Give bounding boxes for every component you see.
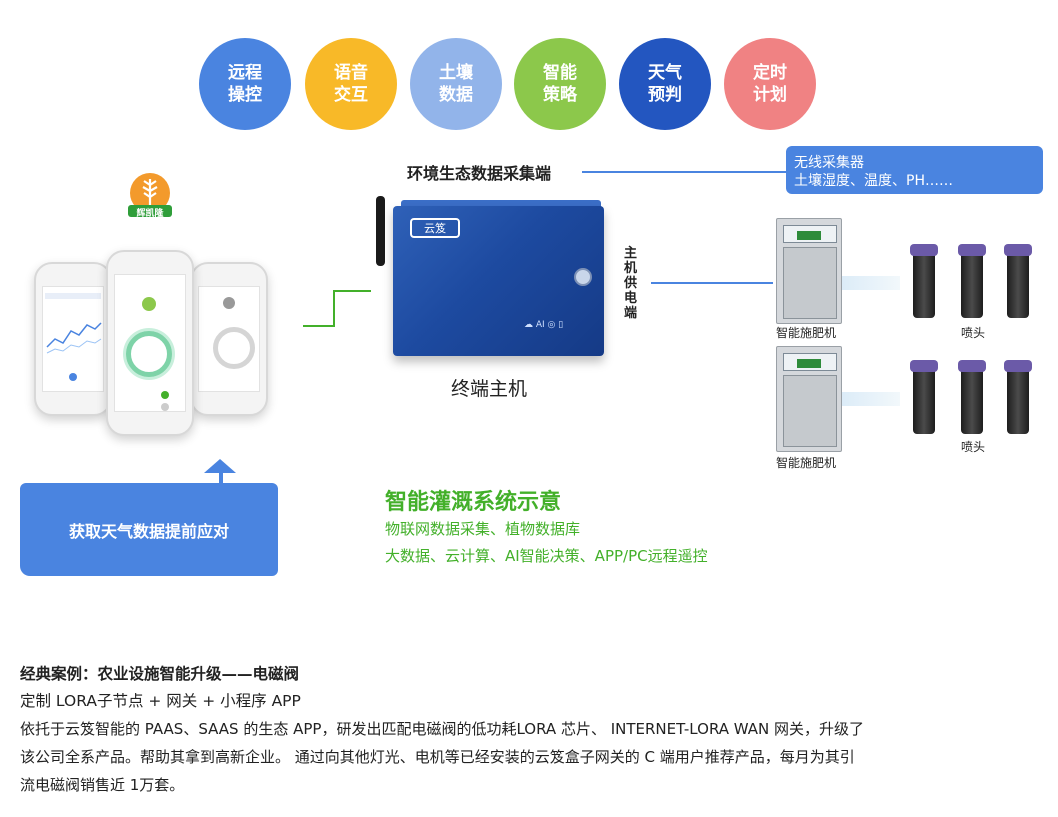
nozzle-2-label: 喷头 <box>961 440 986 454</box>
brand-logo-text: 辉凯隆 <box>136 209 164 219</box>
host-label: 终端主机 <box>451 378 528 400</box>
phone-center-screen <box>114 274 186 412</box>
host-status-icons: ☁ AI ◎ ▯ <box>524 320 564 330</box>
power-button-icon[interactable] <box>126 331 172 377</box>
nozzle-1-label: 喷头 <box>961 326 986 340</box>
weather-arrow-stem <box>219 470 223 484</box>
power-label: 主 机 供 电 端 <box>624 246 638 321</box>
chart-app-icon <box>45 293 102 381</box>
power-icon <box>213 327 255 369</box>
toggle-icon[interactable] <box>161 391 169 399</box>
nozzle-icon <box>1004 360 1032 434</box>
feature-circle-smart-strategy: 智能 策略 <box>514 38 606 130</box>
hose-1 <box>842 276 900 290</box>
connector-line-vertical <box>333 290 335 327</box>
phone-center <box>106 250 194 436</box>
phone-left <box>34 262 112 416</box>
device-green-icon <box>142 297 156 311</box>
host-button-icon <box>574 268 592 286</box>
up-arrow-icon <box>204 459 236 473</box>
connector-line-top <box>333 290 371 292</box>
host-logo: 云笈 <box>410 218 460 238</box>
feature-circle-timed-plan: 定时 计划 <box>724 38 816 130</box>
host-top <box>401 200 601 210</box>
collector-title: 环境生态数据采集端 <box>407 164 552 183</box>
phone-right <box>190 262 268 416</box>
system-line1: 物联网数据采集、植物数据库 <box>385 520 581 538</box>
feature-circle-weather-forecast: 天气 预判 <box>619 38 711 130</box>
antenna-icon <box>376 196 385 266</box>
phone-right-screen <box>198 286 260 392</box>
case-title: 经典案例：农业设施智能升级——电磁阀 <box>20 665 300 683</box>
wheat-logo-icon <box>128 173 172 217</box>
device-dot-icon <box>223 297 235 309</box>
weather-box: 获取天气数据提前应对 <box>20 483 278 576</box>
nozzle-icon <box>958 360 986 434</box>
connector-line <box>303 325 335 327</box>
feature-circle-remote-control: 远程 操控 <box>199 38 291 130</box>
fertilizer-machine-2 <box>776 346 842 452</box>
phone-left-screen <box>42 286 104 392</box>
collector-box-line1: 无线采集器 <box>794 155 864 171</box>
toggle-icon-2[interactable] <box>161 403 169 411</box>
weather-label: 获取天气数据提前应对 <box>68 521 229 541</box>
nozzle-icon <box>958 244 986 318</box>
nozzle-icon <box>910 360 938 434</box>
machine-1-label: 智能施肥机 <box>776 326 837 340</box>
terminal-host <box>393 206 604 356</box>
collector-box: 无线采集器 土壤湿度、温度、PH…… <box>786 146 1043 194</box>
hose-2 <box>842 392 900 406</box>
case-subtitle: 定制 LORA子节点 + 网关 + 小程序 APP <box>20 692 301 710</box>
collector-box-line2: 土壤湿度、温度、PH…… <box>794 173 953 189</box>
machine-2-label: 智能施肥机 <box>776 456 837 470</box>
feature-circle-soil-data: 土壤 数据 <box>410 38 502 130</box>
fertilizer-machine-1 <box>776 218 842 324</box>
system-title: 智能灌溉系统示意 <box>385 490 562 515</box>
nozzle-icon <box>910 244 938 318</box>
collector-line <box>582 171 788 173</box>
case-paragraph-line3: 流电磁阀销售近 1万套。 <box>20 776 185 794</box>
system-line2: 大数据、云计算、AI智能决策、APP/PC远程遥控 <box>385 547 708 565</box>
case-paragraph-line2: 该公司全系产品。帮助其拿到高新企业。 通过向其他灯光、电机等已经安装的云笈盒子网… <box>20 748 855 766</box>
case-paragraph-line1: 依托于云笈智能的 PAAS、SAAS 的生态 APP，研发出匹配电磁阀的低功耗L… <box>20 720 865 738</box>
feature-circle-voice-interaction: 语音 交互 <box>305 38 397 130</box>
power-line <box>651 282 773 284</box>
brand-logo <box>126 171 174 219</box>
nozzle-icon <box>1004 244 1032 318</box>
